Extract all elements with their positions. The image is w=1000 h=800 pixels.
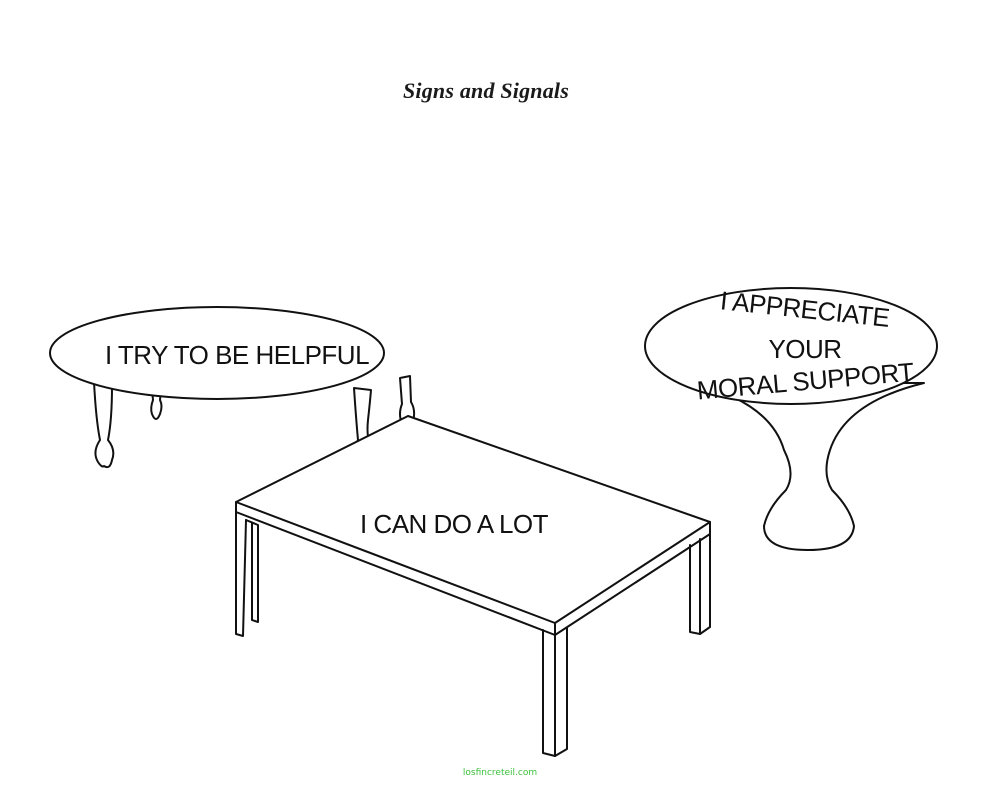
pedestal-table-base — [691, 382, 925, 551]
watermark: losfincreteil.com — [462, 768, 538, 778]
pedestal-table: I APPRECIATE YOUR MORAL SUPPORT — [644, 285, 938, 551]
oval-table-front-leg-left — [93, 381, 115, 469]
pedestal-table-top — [644, 287, 938, 405]
oval-table-sign: I TRY TO BE HELPFUL — [105, 340, 369, 370]
coffee-table-leg-left — [235, 511, 247, 637]
oval-table-top — [49, 306, 385, 400]
coffee-table: I CAN DO A LOT — [235, 415, 711, 757]
coffee-table-sign: I CAN DO A LOT — [360, 509, 549, 539]
page-title: Signs and Signals — [402, 78, 570, 103]
pedestal-table-sign-line2: YOUR — [768, 334, 841, 364]
